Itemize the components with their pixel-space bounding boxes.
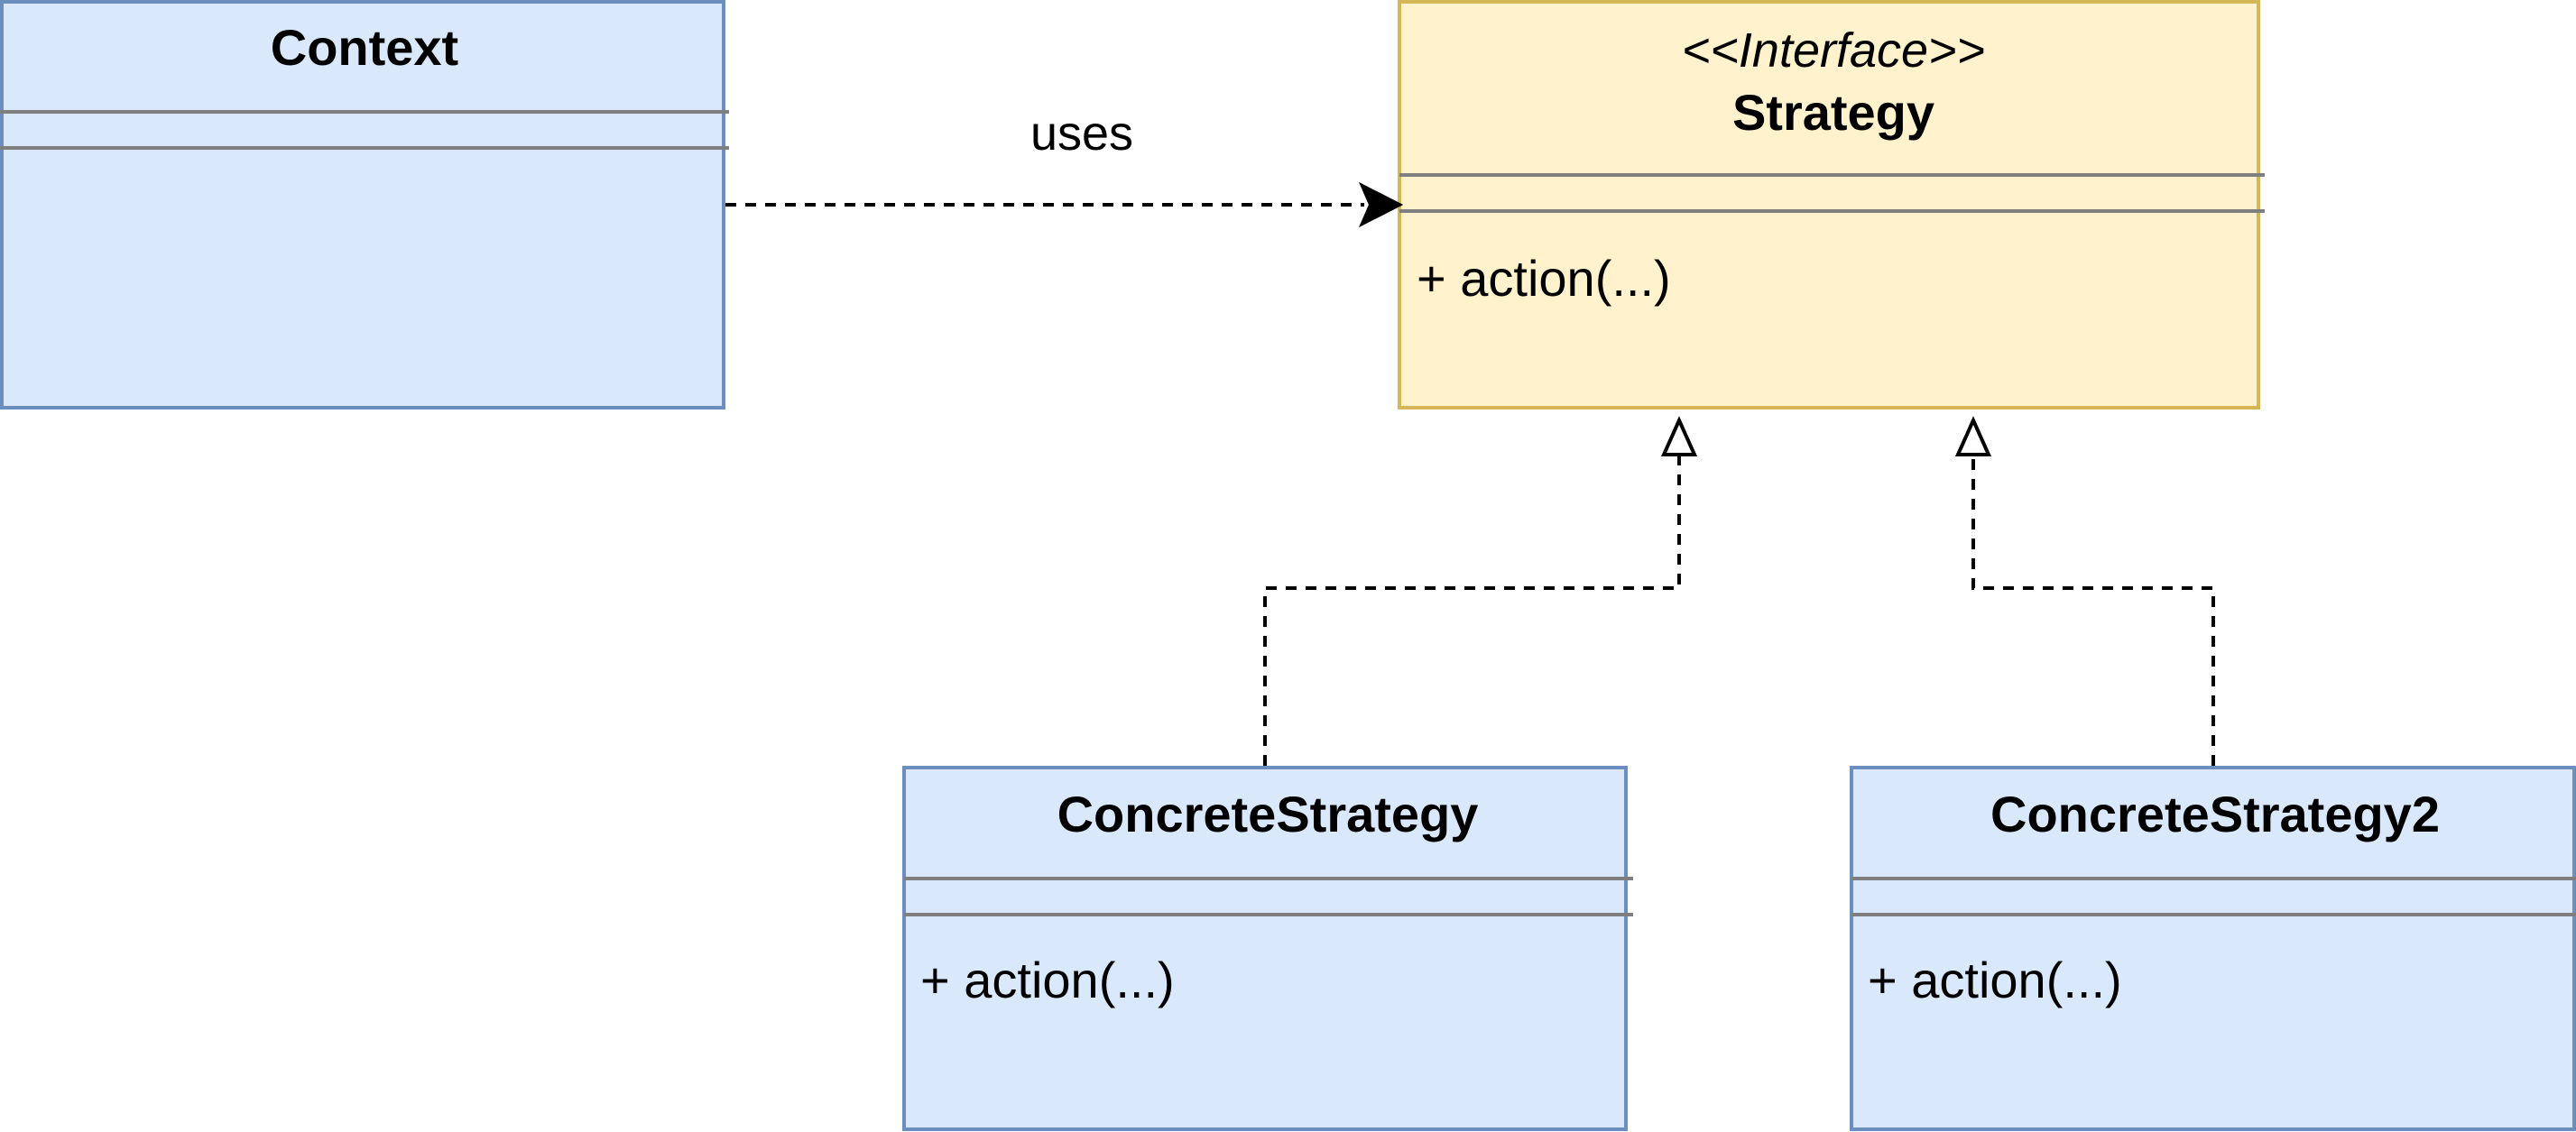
class-strategy-operation: + action(...)	[1417, 250, 1671, 307]
relation-realization-concrete-strategy[interactable]	[1263, 416, 1698, 766]
class-strategy-box	[1398, 0, 2260, 410]
class-concrete-strategy-box	[902, 766, 1628, 1131]
realization-2-triangle-icon	[1954, 416, 1992, 456]
realization-2-dashed-path	[1971, 456, 2215, 766]
realization-1-triangle-icon	[1660, 416, 1698, 456]
uses-label: uses	[1030, 106, 1133, 161]
uses-arrowhead-icon	[1358, 181, 1404, 228]
relation-realization-concrete-strategy-2[interactable]	[1954, 416, 2215, 766]
class-concrete-strategy[interactable]: ConcreteStrategy + action(...)	[902, 766, 1633, 1131]
class-concrete-strategy-operation: + action(...)	[920, 952, 1175, 1008]
class-strategy-name: Strategy	[1732, 84, 1934, 141]
class-strategy[interactable]: <<Interface>> Strategy + action(...)	[1398, 0, 2265, 410]
class-strategy-stereotype: <<Interface>>	[1682, 23, 1985, 78]
class-concrete-strategy-name: ConcreteStrategy	[1057, 786, 1479, 842]
relation-uses[interactable]: uses	[725, 106, 1404, 228]
class-concrete-strategy-2-operation: + action(...)	[1868, 952, 2122, 1008]
class-context[interactable]: Context	[0, 0, 729, 410]
class-concrete-strategy-2-box	[1850, 766, 2576, 1131]
class-context-name: Context	[271, 19, 458, 76]
class-concrete-strategy-2[interactable]: ConcreteStrategy2 + action(...)	[1850, 766, 2576, 1131]
class-context-box	[0, 0, 725, 410]
class-concrete-strategy-2-name: ConcreteStrategy2	[1990, 786, 2440, 842]
realization-1-dashed-path	[1263, 456, 1681, 766]
